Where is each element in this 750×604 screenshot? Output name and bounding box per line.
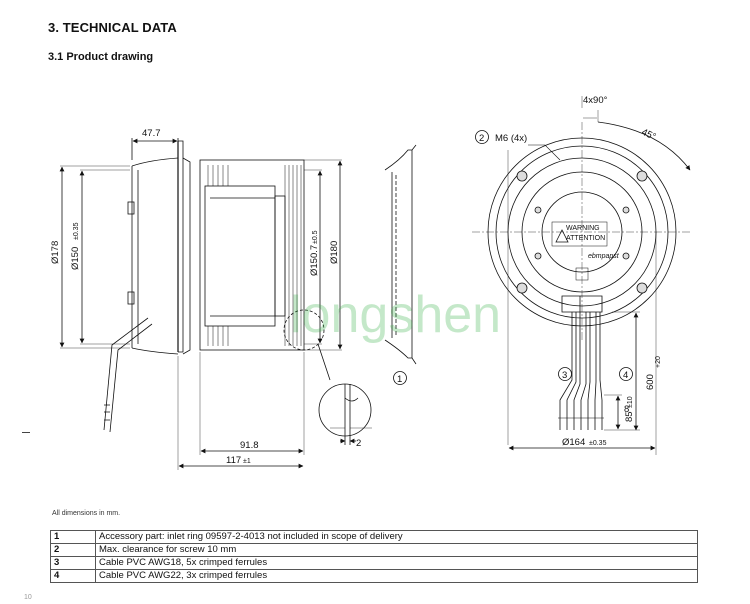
dim-45: 45°: [640, 127, 658, 143]
dim-180: Ø180: [329, 241, 340, 264]
legend-text: Max. clearance for screw 10 mm: [95, 543, 698, 557]
legend-row: 1 Accessory part: inlet ring 09597-2-401…: [50, 530, 698, 544]
legend-table: 1 Accessory part: inlet ring 09597-2-401…: [50, 530, 698, 583]
legend-number: 4: [50, 569, 96, 583]
plate-brand: ebmpapst: [588, 253, 620, 260]
dim-85: 85: [624, 411, 635, 422]
dim-m6: M6 (4x): [495, 133, 527, 144]
dim-150: Ø150: [70, 247, 81, 270]
dim-164: Ø164: [562, 437, 585, 448]
legend-row: 2 Max. clearance for screw 10 mm: [50, 543, 698, 557]
legend-row: 3 Cable PVC AWG18, 5x crimped ferrules: [50, 556, 698, 570]
dim-150-7: Ø150.7: [309, 245, 320, 276]
page-number: 10: [24, 594, 32, 601]
dim-150-tol: ±0.35: [73, 222, 80, 240]
subsection-title: 3.1 Product drawing: [48, 51, 154, 63]
inlet-ring: [384, 144, 417, 385]
dim-178: Ø178: [50, 241, 61, 264]
plate-warning: WARNING: [566, 225, 600, 232]
legend-text: Cable PVC AWG18, 5x crimped ferrules: [95, 556, 698, 570]
callout-1: 1: [397, 374, 402, 385]
product-drawing: 47.7 Ø178 Ø150 ±0.35 Ø150.7 ±0.5 Ø180 91…: [50, 95, 692, 470]
callout-3: 3: [562, 370, 567, 381]
dim-117-tol: ±1: [243, 458, 251, 465]
legend-number: 3: [50, 556, 96, 570]
dim-117: 117: [226, 455, 241, 466]
dim-164-tol: ±0.35: [589, 440, 607, 447]
dim-600-tol: +20: [655, 356, 662, 368]
callout-2: 2: [479, 133, 484, 144]
dim-47-7: 47.7: [142, 128, 161, 139]
dim-8: 8: [624, 404, 629, 415]
dimension-labels: 47.7 Ø178 Ø150 ±0.35 Ø150.7 ±0.5 Ø180 91…: [50, 95, 662, 466]
callout-4: 4: [623, 370, 628, 381]
section-title: 3. TECHNICAL DATA: [48, 20, 177, 35]
plate-attention: ATTENTION: [566, 235, 605, 242]
margin-mark: [22, 432, 30, 433]
legend-number: 1: [50, 530, 96, 544]
dim-85-tol: ±10: [627, 396, 634, 408]
dim-600: 600: [645, 374, 656, 390]
dim-4x90: 4x90°: [583, 95, 608, 106]
dim-2: 2: [356, 438, 361, 449]
dim-150-7-tol: ±0.5: [312, 230, 319, 244]
front-view: [472, 96, 692, 455]
legend-number: 2: [50, 543, 96, 557]
legend-text: Cable PVC AWG22, 3x crimped ferrules: [95, 569, 698, 583]
side-view: [59, 138, 372, 470]
legend-row: 4 Cable PVC AWG22, 3x crimped ferrules: [50, 569, 698, 583]
watermark: longshen: [290, 286, 501, 344]
dim-91-8: 91.8: [240, 440, 259, 451]
legend-text: Accessory part: inlet ring 09597-2-4013 …: [95, 530, 698, 544]
dimensions-note: All dimensions in mm.: [52, 510, 121, 517]
